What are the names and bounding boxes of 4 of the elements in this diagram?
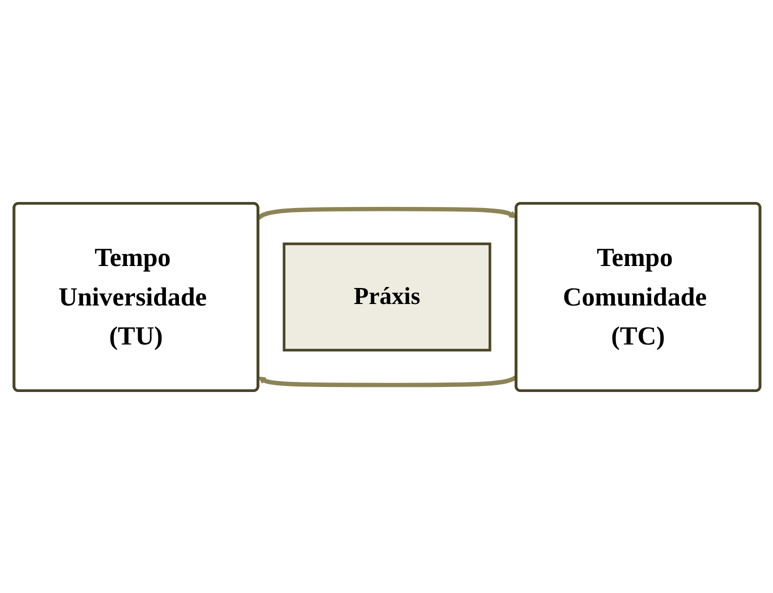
curved-arrow	[256, 206, 516, 220]
rounded-box: Tempo Comunidade (TC)	[514, 202, 761, 392]
label-box: Práxis	[282, 242, 491, 351]
rounded-box: Tempo Universidade (TU)	[12, 202, 259, 392]
